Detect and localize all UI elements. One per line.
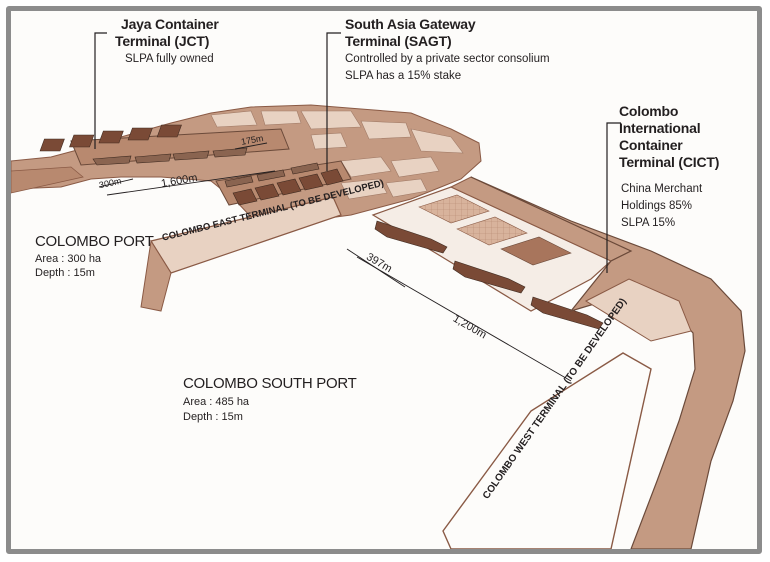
cict-owner-line2: Holdings 85% xyxy=(621,200,692,212)
dimension-lines xyxy=(98,142,572,382)
cict-title-line2: International xyxy=(619,120,701,136)
south-port-area: Area : 485 ha xyxy=(183,396,250,408)
colombo-port-name: COLOMBO PORT xyxy=(35,233,154,250)
south-port-depth: Depth : 15m xyxy=(183,411,243,423)
sagt-title-line1: South Asia Gateway xyxy=(345,16,476,32)
cict-title-line1: Colombo xyxy=(619,103,679,119)
jct-berths xyxy=(39,124,290,166)
cict-title-line4: Terminal (CICT) xyxy=(619,154,720,170)
sagt-berths xyxy=(215,160,352,206)
west-terminal xyxy=(442,352,652,549)
sagt-desc-line2: SLPA has a 15% stake xyxy=(345,70,462,82)
port-map xyxy=(11,32,746,549)
colombo-port-depth: Depth : 15m xyxy=(35,267,95,279)
map-frame: Jaya Container Terminal (JCT) SLPA fully… xyxy=(6,6,762,554)
cict-terminal xyxy=(371,176,633,330)
jct-title-line2: Terminal (JCT) xyxy=(115,33,210,49)
sagt-desc-line1: Controlled by a private sector consolium xyxy=(345,53,550,65)
jct-title-line1: Jaya Container xyxy=(121,16,219,32)
cict-title-line3: Container xyxy=(619,137,683,153)
cict-owner-line3: SLPA 15% xyxy=(621,217,676,229)
south-port-name: COLOMBO SOUTH PORT xyxy=(183,375,357,392)
city-blocks xyxy=(210,110,464,200)
colombo-port-area: Area : 300 ha xyxy=(35,253,102,265)
sagt-title-line2: Terminal (SAGT) xyxy=(345,33,452,49)
jct-owner: SLPA fully owned xyxy=(125,53,214,65)
west-coast xyxy=(11,166,84,194)
callout-lines xyxy=(94,32,621,273)
cict-owner-line1: China Merchant xyxy=(621,183,703,195)
south-breakwater xyxy=(470,176,746,549)
